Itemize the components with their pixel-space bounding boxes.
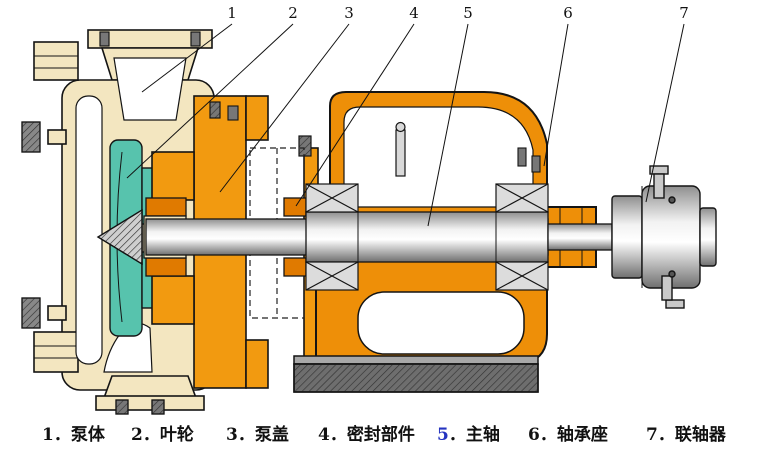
callout-number-4: 4 bbox=[409, 4, 419, 22]
callout-leader-lines bbox=[126, 23, 685, 227]
legend: 1．泵体 2．叶轮 3．泵盖 4．密封部件 5．主轴 6．轴承座 7．联轴器 bbox=[42, 424, 727, 445]
base-plate-shape bbox=[293, 355, 539, 393]
bearing-blocks bbox=[305, 183, 549, 291]
legend-item-3: 3．泵盖 bbox=[226, 424, 289, 445]
legend-item-5: 5．主轴 bbox=[437, 424, 500, 445]
impeller-hub-cone bbox=[96, 208, 143, 266]
legend-item-4: 4．密封部件 bbox=[318, 424, 415, 445]
callout-number-5: 5 bbox=[463, 4, 473, 22]
main-shaft-shape bbox=[145, 211, 613, 263]
legend-item-6: 6．轴承座 bbox=[528, 424, 608, 445]
callout-number-6: 6 bbox=[563, 4, 573, 22]
housing-top-pin bbox=[395, 121, 406, 177]
callout-number-3: 3 bbox=[344, 4, 354, 22]
cover-bolts bbox=[209, 101, 312, 157]
legend-item-2: 2．叶轮 bbox=[131, 424, 194, 445]
pump-body-cavity bbox=[75, 57, 187, 373]
coupling-shape bbox=[611, 165, 717, 309]
legend-item-7: 7．联轴器 bbox=[646, 424, 727, 445]
legend-item-1: 1．泵体 bbox=[42, 424, 106, 445]
callout-number-1: 1 bbox=[227, 4, 237, 22]
callout-number-2: 2 bbox=[288, 4, 298, 22]
housing-bolts bbox=[517, 147, 541, 173]
callout-number-7: 7 bbox=[679, 4, 689, 22]
casing-bolts bbox=[21, 31, 201, 415]
